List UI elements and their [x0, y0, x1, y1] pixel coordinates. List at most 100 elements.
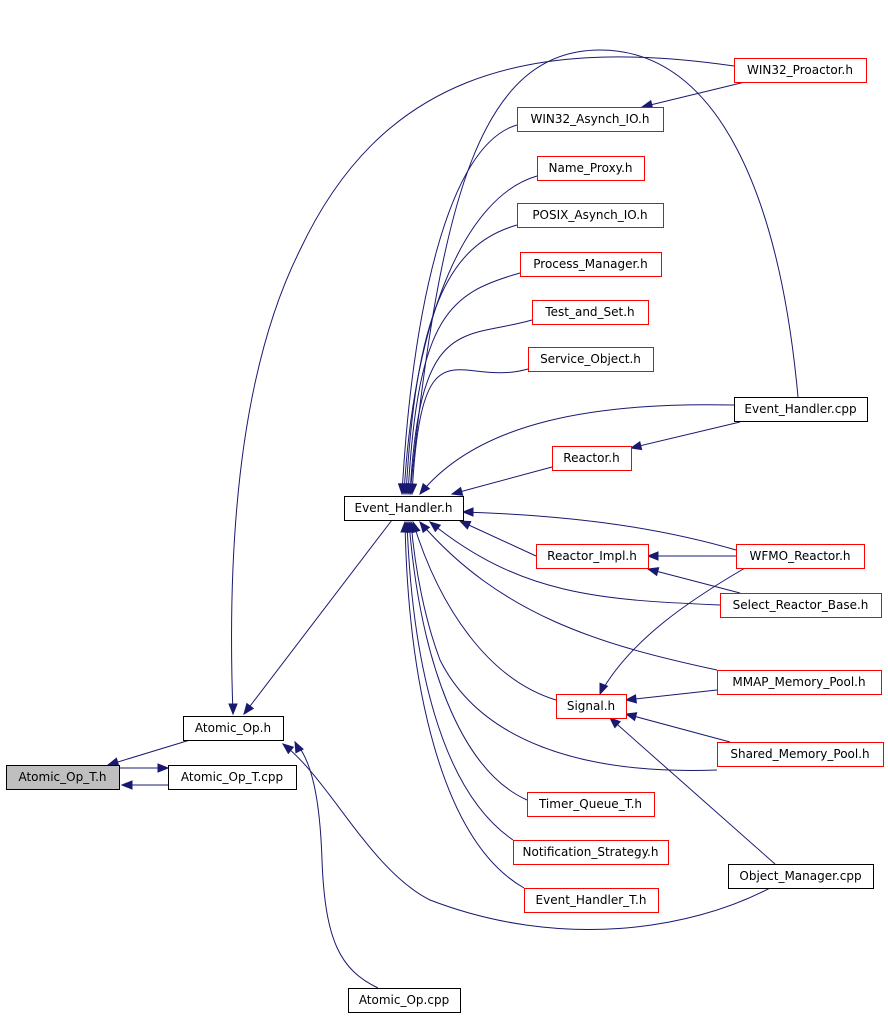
- node-box: [556, 694, 627, 719]
- edge-mmap_memory_pool_h-to-event_handler_h: [419, 520, 718, 671]
- node-shared-memory-pool-h[interactable]: Shared_Memory_Pool.h: [717, 742, 884, 767]
- node-label: Select_Reactor_Base.h: [733, 598, 869, 612]
- node-label: Reactor_Impl.h: [547, 549, 637, 563]
- node-box: [513, 840, 669, 865]
- edge-object_manager_cpp-to-signal_h: [608, 717, 776, 865]
- node-label: Notification_Strategy.h: [523, 845, 659, 859]
- node-label: WIN32_Asynch_IO.h: [531, 112, 650, 126]
- node-box: [532, 300, 649, 325]
- node-label: MMAP_Memory_Pool.h: [732, 675, 865, 689]
- edge-win32_proactor_h-to-win32_asynch_io_h: [640, 81, 746, 110]
- node-label: Signal.h: [567, 699, 615, 713]
- nodes-layer: Atomic_Op_T.h Atomic_Op_T.cpp Atomic_Op.hA…: [6, 58, 884, 1013]
- edge-timer_queue_t_h-to-event_handler_h: [405, 520, 528, 801]
- node-label: Event_Handler.cpp: [744, 402, 856, 416]
- node-box: [728, 864, 874, 889]
- edge-atomic_op_cpp-to-atomic_op_h: [294, 740, 379, 989]
- node-box: [527, 792, 655, 817]
- node-box: [517, 107, 664, 132]
- edges-layer: [106, 49, 799, 989]
- edge-event_handler_t_h-to-event_handler_h: [400, 520, 525, 889]
- node-label: Test_and_Set.h: [544, 305, 634, 319]
- edge-win32_proactor_h-to-event_handler_h: [406, 49, 799, 496]
- node-label: Event_Handler_T.h: [536, 893, 647, 907]
- edge-mmap_memory_pool_h-to-signal_h: [624, 689, 718, 704]
- node-box: [736, 544, 865, 569]
- edge-wfmo_reactor_h-to-reactor_impl_h: [646, 551, 736, 561]
- node-label: Atomic_Op.cpp: [359, 993, 449, 1007]
- edge-event_handler_h-to-atomic_op_h: [243, 519, 393, 716]
- node-notification-strategy-h[interactable]: Notification_Strategy.h: [513, 840, 669, 865]
- node-label: Timer_Queue_T.h: [538, 797, 642, 811]
- node-reactor-impl-h[interactable]: Reactor_Impl.h: [536, 544, 649, 569]
- node-box: [183, 716, 284, 741]
- edge-select_reactor_base_h-to-reactor_impl_h: [646, 567, 741, 594]
- node-object-manager-cpp[interactable]: Object_Manager.cpp: [728, 864, 874, 889]
- edge-wfmo_reactor_h-to-event_handler_h: [461, 507, 737, 551]
- node-label: Atomic_Op_T.h: [18, 770, 106, 784]
- edge-atomic_op_h-to-atomic_op_t_h: [106, 739, 191, 767]
- node-label: Reactor.h: [563, 451, 619, 465]
- node-label: Object_Manager.cpp: [739, 869, 861, 883]
- node-atomic-op-t-cpp[interactable]: Atomic_Op_T.cpp: [168, 765, 297, 790]
- node-service-object-h[interactable]: Service_Object.h: [528, 347, 654, 372]
- node-mmap-memory-pool-h[interactable]: MMAP_Memory_Pool.h: [717, 670, 882, 695]
- node-test-and-set-h[interactable]: Test_and_Set.h: [532, 300, 649, 325]
- edge-posix_asynch_io_h-to-event_handler_h: [401, 224, 518, 496]
- node-box: [734, 58, 867, 83]
- edge-win32_proactor_h-to-atomic_op_h: [228, 56, 735, 716]
- node-label: Name_Proxy.h: [549, 161, 633, 175]
- edge-atomic_op_t_h-to-atomic_op_t_cpp: [119, 763, 170, 773]
- node-select-reactor-base-h[interactable]: Select_Reactor_Base.h: [720, 593, 882, 618]
- node-box: [734, 397, 868, 422]
- node-label: Event_Handler.h: [355, 501, 453, 515]
- node-event-handler-h[interactable]: Event_Handler.h: [344, 496, 464, 521]
- edge-test_and_set_h-to-event_handler_h: [405, 319, 533, 496]
- node-signal-h[interactable]: Signal.h: [556, 694, 627, 719]
- edge-shared_memory_pool_h-to-signal_h: [624, 712, 731, 743]
- node-box: [517, 203, 664, 228]
- node-event-handler-t-h[interactable]: Event_Handler_T.h: [524, 888, 659, 913]
- edge-process_manager_h-to-event_handler_h: [403, 272, 521, 496]
- node-wfmo-reactor-h[interactable]: WFMO_Reactor.h: [736, 544, 865, 569]
- node-reactor-h[interactable]: Reactor.h: [552, 446, 632, 471]
- edge-signal_h-to-event_handler_h: [411, 520, 557, 701]
- node-process-manager-h[interactable]: Process_Manager.h: [520, 252, 662, 277]
- edge-select_reactor_base_h-to-event_handler_h: [428, 521, 721, 606]
- edge-wfmo_reactor_h-to-signal_h: [599, 567, 746, 696]
- edge-event_handler_cpp-to-reactor_h: [629, 421, 741, 451]
- edge-reactor_h-to-event_handler_h: [450, 466, 553, 496]
- edge-reactor_impl_h-to-event_handler_h: [458, 520, 537, 557]
- node-box: [528, 347, 654, 372]
- node-posix-asynch-io-h[interactable]: POSIX_Asynch_IO.h: [517, 203, 664, 228]
- node-box: [524, 888, 659, 913]
- node-label: POSIX_Asynch_IO.h: [532, 208, 647, 222]
- node-box: [348, 988, 461, 1013]
- node-label: Service_Object.h: [540, 352, 641, 366]
- node-label: WIN32_Proactor.h: [747, 63, 853, 77]
- node-atomic-op-cpp[interactable]: Atomic_Op.cpp: [348, 988, 461, 1013]
- node-box: [552, 446, 632, 471]
- node-label: Atomic_Op_T.cpp: [181, 770, 283, 784]
- edge-atomic_op_t_cpp-to-atomic_op_t_h: [120, 780, 168, 790]
- edge-object_manager_cpp-to-atomic_op_h: [281, 743, 771, 930]
- node-atomic-op-h[interactable]: Atomic_Op.h: [183, 716, 284, 741]
- node-box: [537, 156, 645, 181]
- node-box: [6, 765, 120, 790]
- node-timer-queue-t-h[interactable]: Timer_Queue_T.h: [527, 792, 655, 817]
- node-box: [717, 670, 882, 695]
- node-box: [720, 593, 882, 618]
- node-label: Process_Manager.h: [533, 257, 647, 271]
- node-box: [520, 252, 662, 277]
- node-box: [168, 765, 297, 790]
- node-box: [536, 544, 649, 569]
- node-name-proxy-h[interactable]: Name_Proxy.h: [537, 156, 645, 181]
- node-atomic-op-t-h[interactable]: Atomic_Op_T.h: [6, 765, 120, 790]
- edge-service_object_h-to-event_handler_h: [407, 368, 529, 496]
- node-box: [717, 742, 884, 767]
- node-label: Shared_Memory_Pool.h: [730, 747, 869, 761]
- node-win32-proactor-h[interactable]: WIN32_Proactor.h: [734, 58, 867, 83]
- node-win32-asynch-io-h[interactable]: WIN32_Asynch_IO.h: [517, 107, 664, 132]
- node-event-handler-cpp[interactable]: Event_Handler.cpp: [734, 397, 868, 422]
